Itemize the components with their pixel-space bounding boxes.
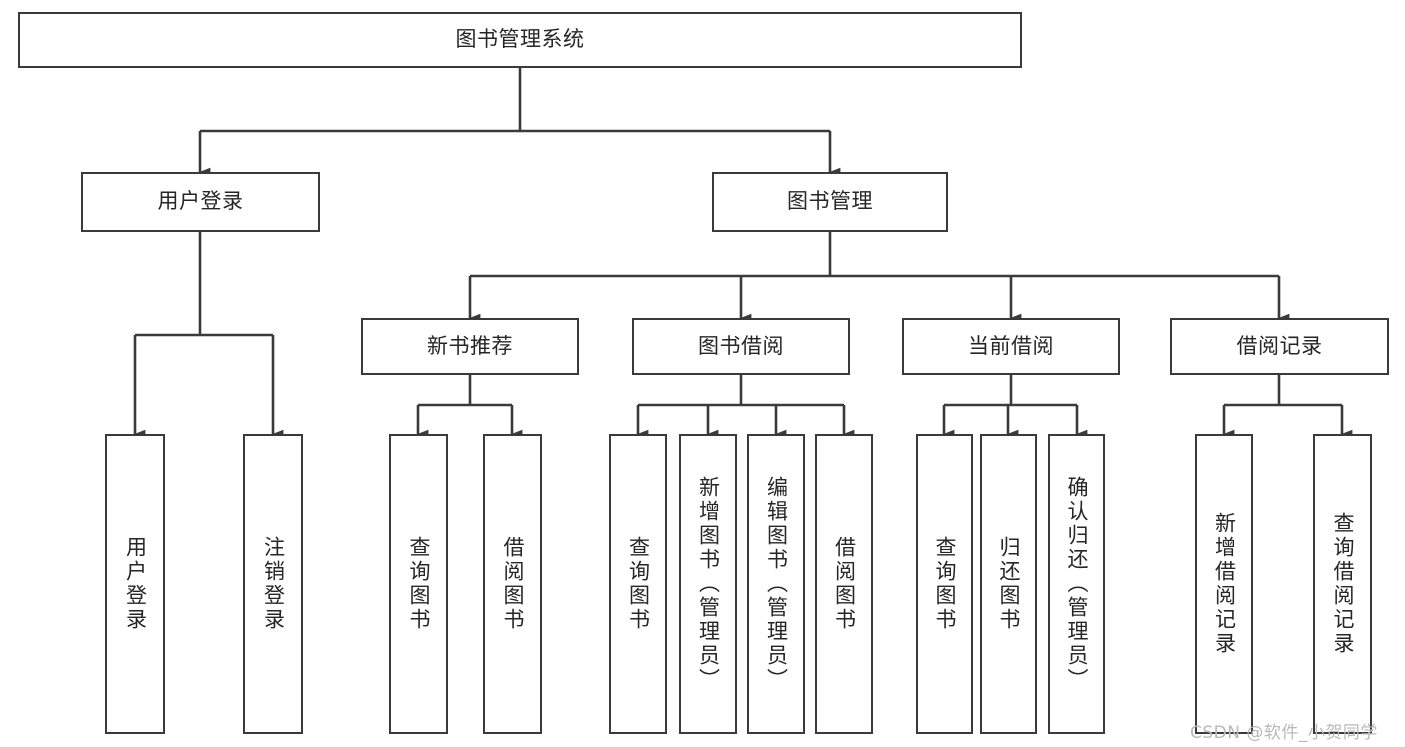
node-leaf-add-book[interactable]: 新增图书（管理员） <box>679 434 737 734</box>
node-user-login[interactable]: 用户登录 <box>81 172 320 232</box>
node-book-management-label: 图书管理 <box>787 189 873 214</box>
node-leaf-user-login-label: 用户登录 <box>123 536 148 632</box>
node-borrow-record-label: 借阅记录 <box>1236 333 1323 358</box>
node-root-label: 图书管理系统 <box>455 27 585 52</box>
node-book-borrow-label: 图书借阅 <box>698 333 784 358</box>
node-leaf-query-book-recommend-label: 查询图书 <box>407 536 431 632</box>
node-leaf-query-book-borrow[interactable]: 查询图书 <box>609 434 667 734</box>
node-leaf-return-book-label: 归还图书 <box>997 536 1021 632</box>
node-leaf-borrow-book-label: 借阅图书 <box>832 536 857 632</box>
node-leaf-edit-book-label: 编辑图书（管理员） <box>764 476 789 692</box>
node-book-management[interactable]: 图书管理 <box>712 172 948 232</box>
node-leaf-add-borrow-record[interactable]: 新增借阅记录 <box>1195 434 1253 734</box>
node-leaf-borrow-book-recommend[interactable]: 借阅图书 <box>483 434 542 734</box>
node-leaf-borrow-book[interactable]: 借阅图书 <box>815 434 873 734</box>
node-leaf-return-book[interactable]: 归还图书 <box>980 434 1037 734</box>
node-leaf-confirm-return[interactable]: 确认归还（管理员） <box>1048 434 1105 734</box>
node-current-borrow-label: 当前借阅 <box>968 333 1054 358</box>
node-leaf-confirm-return-label: 确认归还（管理员） <box>1065 476 1089 692</box>
node-new-book-recommend[interactable]: 新书推荐 <box>361 318 579 375</box>
node-leaf-edit-book[interactable]: 编辑图书（管理员） <box>747 434 805 734</box>
csdn-watermark: CSDN @软件_小贺同学 <box>1190 723 1378 743</box>
node-borrow-record[interactable]: 借阅记录 <box>1170 318 1389 375</box>
node-leaf-query-book-current[interactable]: 查询图书 <box>916 434 973 734</box>
node-user-login-label: 用户登录 <box>157 189 244 214</box>
node-leaf-user-logout[interactable]: 注销登录 <box>243 434 303 734</box>
node-new-book-recommend-label: 新书推荐 <box>427 333 513 358</box>
node-leaf-user-logout-label: 注销登录 <box>261 536 286 632</box>
node-leaf-borrow-book-recommend-label: 借阅图书 <box>501 536 525 632</box>
node-current-borrow[interactable]: 当前借阅 <box>902 318 1120 375</box>
node-leaf-add-book-label: 新增图书（管理员） <box>696 476 721 692</box>
node-leaf-query-borrow-record-label: 查询借阅记录 <box>1331 512 1355 656</box>
node-leaf-query-borrow-record[interactable]: 查询借阅记录 <box>1313 434 1372 734</box>
node-root[interactable]: 图书管理系统 <box>18 12 1022 68</box>
node-book-borrow[interactable]: 图书借阅 <box>632 318 850 375</box>
node-leaf-query-book-recommend[interactable]: 查询图书 <box>389 434 448 734</box>
node-leaf-query-book-current-label: 查询图书 <box>933 536 957 632</box>
node-leaf-add-borrow-record-label: 新增借阅记录 <box>1212 512 1237 656</box>
node-leaf-query-book-borrow-label: 查询图书 <box>626 536 651 632</box>
node-leaf-user-login[interactable]: 用户登录 <box>105 434 165 734</box>
